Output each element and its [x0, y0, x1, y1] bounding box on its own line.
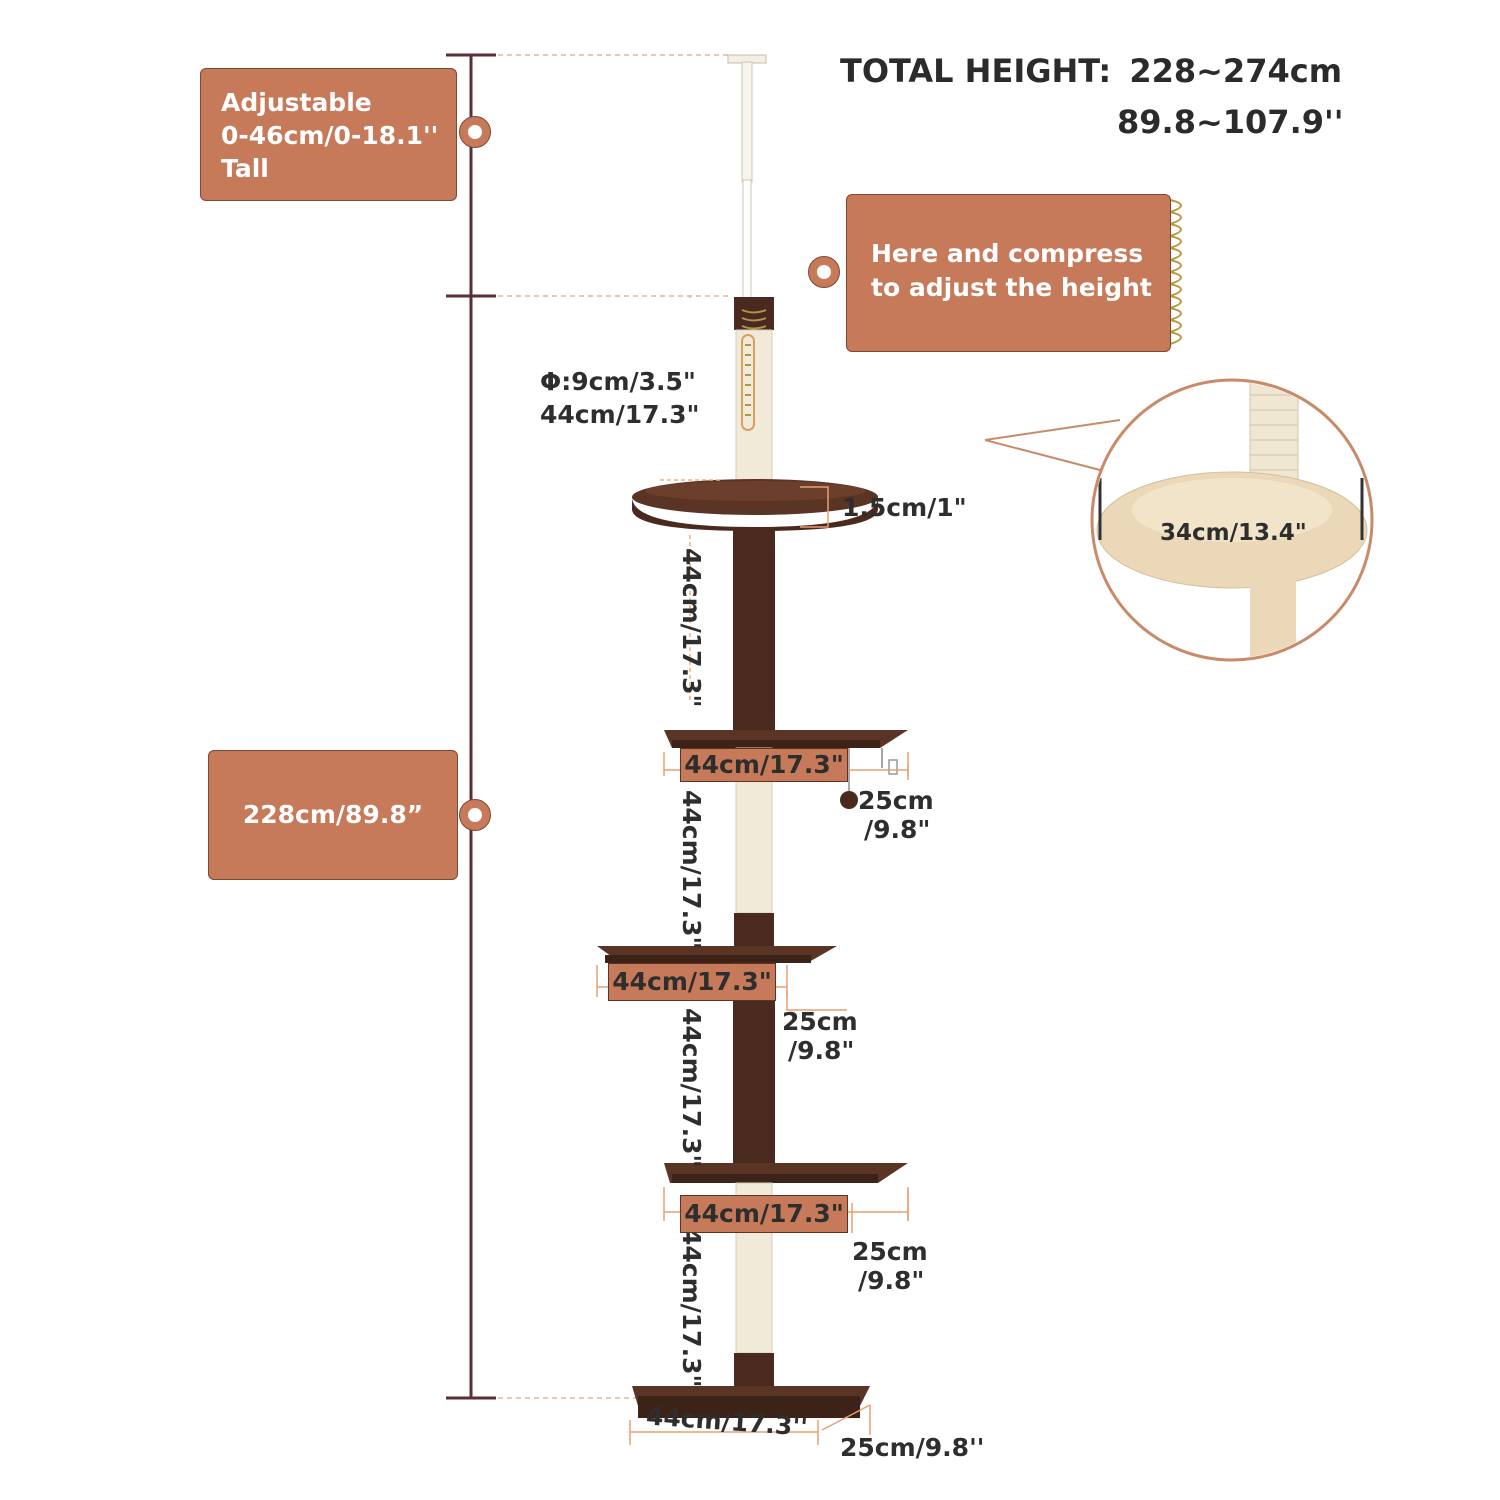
platform-2-width: 44cm/17.3" — [608, 963, 776, 1001]
platform-3-depth-cm: 25cm — [852, 1237, 928, 1266]
platform-3-depth-in: /9.8" — [858, 1266, 925, 1295]
top-post-diameter: Φ:9cm/3.5" — [540, 367, 696, 396]
top-post-height: 44cm/17.3" — [540, 400, 700, 429]
platform-1 — [664, 730, 908, 809]
main-height-tag: 228cm/89.8” — [208, 750, 458, 880]
total-height: TOTAL HEIGHT: 228~274cm — [840, 52, 1342, 90]
platform-1-depth-in: /9.8" — [864, 815, 931, 844]
bed-callout — [984, 378, 1374, 662]
post-segment-3-height: 44cm/17.3" — [677, 1008, 706, 1168]
top-bed — [632, 479, 878, 531]
platform-2-depth-cm: 25cm — [782, 1007, 858, 1036]
platform-1-width: 44cm/17.3" — [680, 748, 848, 782]
platform-1-depth-cm: 25cm — [858, 786, 934, 815]
main-height-tag-hole — [459, 799, 491, 831]
post-segment-2-height: 44cm/17.3" — [677, 790, 706, 950]
adjustable-tag: Adjustable 0-46cm/0-18.1'' Tall — [200, 68, 457, 201]
base-plate — [632, 1386, 870, 1418]
compress-tag: Here and compress to adjust the height — [846, 194, 1171, 352]
adjustable-line-1: Adjustable — [221, 88, 372, 117]
platform-2-depth-in: /9.8" — [788, 1036, 855, 1065]
guide-lines — [498, 54, 730, 1399]
spring-icon — [1166, 199, 1182, 345]
adjustable-pole — [727, 54, 767, 299]
adjustable-line-2: 0-46cm/0-18.1'' — [221, 121, 439, 150]
base-depth: 25cm/9.8'' — [840, 1433, 985, 1462]
post-segment-1 — [733, 527, 775, 732]
platform-3-width: 44cm/17.3" — [680, 1195, 848, 1233]
adjustable-tag-hole — [459, 116, 491, 148]
post-segment-1-height: 44cm/17.3" — [677, 548, 706, 708]
main-height-label: 228cm/89.8” — [242, 800, 424, 829]
bed-diameter: 34cm/13.4" — [1160, 520, 1307, 546]
top-post — [734, 297, 774, 481]
platform-3 — [664, 1163, 908, 1183]
total-height-label: TOTAL HEIGHT: — [840, 52, 1112, 90]
compress-tag-hole — [808, 256, 840, 288]
total-height-metric: 228~274cm — [1129, 52, 1343, 90]
platform-2 — [597, 946, 837, 963]
height-ruler — [446, 53, 496, 1400]
compress-line-1: Here and compress — [871, 239, 1144, 268]
bed-thickness: 1.5cm/1" — [842, 493, 967, 522]
total-height-imperial: 89.8~107.9'' — [1117, 103, 1344, 141]
post-segment-4-height: 44cm/17.3" — [677, 1228, 706, 1388]
adjustable-line-3: Tall — [221, 154, 269, 183]
compress-line-2: to adjust the height — [871, 273, 1152, 302]
